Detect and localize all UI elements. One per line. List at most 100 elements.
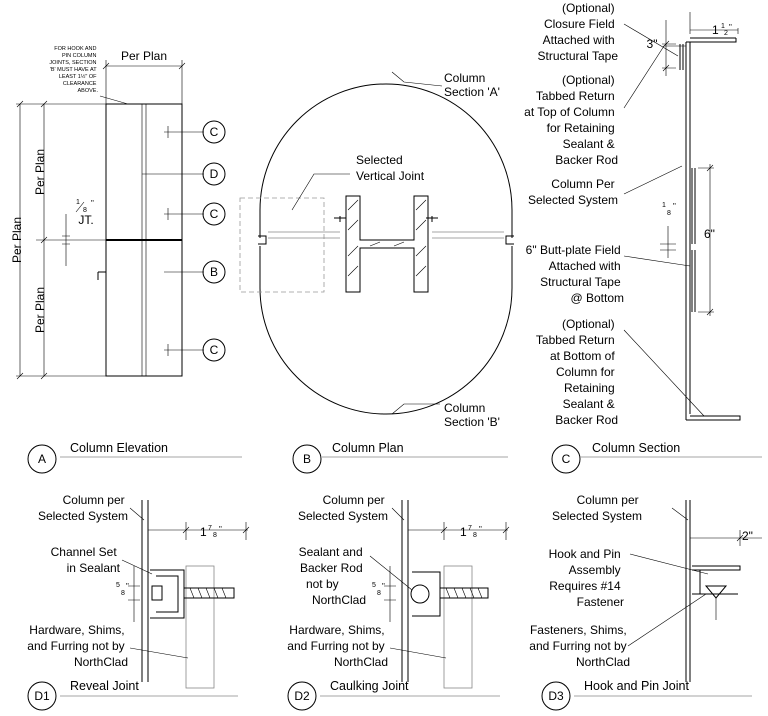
tag-c2: C: [210, 207, 219, 221]
d3-fastener-head: [704, 585, 728, 599]
title-bubble-d2-label: D2: [294, 689, 310, 703]
gap-frac-den: 8: [667, 210, 671, 217]
butt-plate-leader: [623, 255, 691, 267]
fraction-slash: [75, 201, 85, 213]
d3-dimension-line: [690, 530, 762, 546]
d2-small-dim-line: [384, 566, 396, 622]
d3-fastener-leader: [627, 593, 707, 647]
d1-hardware-note: Hardware, Shims, and Furring not by Nort…: [27, 623, 128, 669]
closure-leader: [623, 23, 679, 57]
tabbed-top-leader: [623, 45, 686, 109]
dim-3-label: 3": [647, 37, 658, 51]
d2-dim-unit: ": [479, 525, 482, 534]
column-per-note: Column Per Selected System: [528, 177, 618, 207]
panel-d3-hook-and-pin-joint: 2" Column per Selected System Hook and P…: [529, 493, 762, 711]
dim-1half-unit: ": [729, 23, 732, 32]
d2-dim-den: 8: [473, 532, 477, 539]
d2-small-unit: ": [382, 582, 385, 591]
d1-small-den: 8: [121, 590, 125, 597]
selected-joint-box: [239, 197, 325, 293]
dim-6-line: [698, 164, 714, 316]
panel-c-column-section: 3" 1 1 2 " 6" 1 8 " (Optional) Closure F…: [524, 1, 762, 474]
d1-small-dim-line: [128, 566, 140, 622]
section-a-leader: [391, 71, 443, 87]
closure-field: [679, 44, 684, 70]
d1-hardware-leader: [129, 647, 189, 659]
tabbed-bottom-note: (Optional) Tabbed Return at Bottom of Co…: [536, 317, 618, 427]
d1-column-note: Column per Selected System: [38, 493, 128, 523]
d1-channel-insert: [151, 585, 163, 601]
selected-joint-leader: [291, 173, 350, 211]
d2-sealant-leader: [369, 555, 413, 591]
title-bubble-d2: [287, 681, 317, 711]
d2-return: [412, 571, 441, 617]
title-bubble-c-label: C: [562, 452, 571, 466]
gap-dim-line: [660, 226, 676, 258]
d1-column-wall: [141, 500, 149, 682]
selected-joint-label-1: Selected: [356, 153, 403, 167]
tag-b: B: [210, 265, 218, 279]
d1-dim-num: 7: [208, 525, 212, 532]
tabbed-bottom-leader: [623, 329, 705, 417]
title-c: Column Section: [592, 441, 680, 455]
panel-b-column-plan: Column Section 'A' Selected Vertical Joi…: [239, 71, 514, 474]
d3-column-wall: [685, 500, 691, 682]
tag-bubble-c2: [202, 202, 226, 226]
title-bubble-d3: [541, 681, 571, 711]
tag-bubble-c1: [202, 120, 226, 144]
title-b: Column Plan: [332, 441, 404, 455]
column-outline: [259, 83, 513, 415]
d2-screw-thread: [445, 587, 483, 599]
dim-1half-num: 1: [721, 23, 725, 30]
joint-fraction-denominator: 8: [83, 207, 87, 214]
upper-butt-plate: [691, 168, 696, 244]
overall-height-label: Per Plan: [10, 217, 24, 263]
lower-butt-plate: [691, 250, 696, 312]
tag-c3: C: [210, 343, 219, 357]
d1-channel-note: Channel Set in Sealant: [51, 545, 121, 575]
note-leader: [99, 95, 129, 105]
section-b-label-1: Column: [444, 401, 485, 415]
gap-frac-num: 1: [662, 202, 666, 209]
cut-c1: [164, 126, 204, 138]
d3-hook-leader: [629, 553, 709, 575]
d2-sealant-note: Sealant and Backer Rod not by NorthClad: [299, 545, 366, 607]
overall-height-dimension: [16, 100, 106, 380]
d2-dim-num: 7: [468, 525, 472, 532]
section-b-label-2: Section 'B': [444, 415, 500, 429]
top-dimension-label: Per Plan: [121, 49, 167, 63]
lower-segment-label: Per Plan: [33, 287, 47, 333]
d1-dimension-line: [148, 522, 250, 540]
d1-channel: [150, 569, 185, 619]
clearance-note: FOR HOOK AND PIN COLUMN JOINTS, SECTION …: [49, 46, 98, 94]
column-wall: [685, 42, 691, 420]
d2-backer-rod: [410, 584, 430, 604]
selected-joint-label-2: Vertical Joint: [356, 169, 425, 183]
title-d1: Reveal Joint: [70, 679, 139, 693]
d3-column-leader: [671, 507, 689, 521]
joint-dimension: [62, 214, 70, 266]
panel-d1-reveal-joint: 1 7 8 " 5 8 " Column per Selected System…: [27, 493, 250, 711]
cut-c2: [164, 208, 204, 220]
d3-fasteners-note: Fasteners, Shims, and Furring not by Nor…: [529, 623, 630, 669]
dim-1half-den: 2: [724, 30, 728, 37]
tag-bubble-c3: [202, 338, 226, 362]
dim-3-line: [662, 20, 676, 76]
segment-dimensions: [36, 100, 106, 380]
column-per-leader: [623, 165, 683, 195]
section-b-leader: [391, 403, 440, 415]
d2-screw: [440, 587, 489, 599]
d1-dim-den: 8: [213, 532, 217, 539]
d2-small-den: 8: [377, 590, 381, 597]
section-a-label-2: Section 'A': [444, 85, 500, 99]
d3-pin-bracket: [692, 570, 738, 595]
d1-small-unit: ": [126, 582, 129, 591]
cut-b: [164, 268, 204, 276]
d3-column-note: Column per Selected System: [552, 493, 642, 523]
title-bubble-a: [27, 444, 57, 474]
furring-lines: [268, 231, 504, 239]
dim-6-label: 6": [704, 227, 715, 241]
bottom-tabbed-return: [686, 415, 741, 421]
tag-bubble-b: [202, 260, 226, 284]
